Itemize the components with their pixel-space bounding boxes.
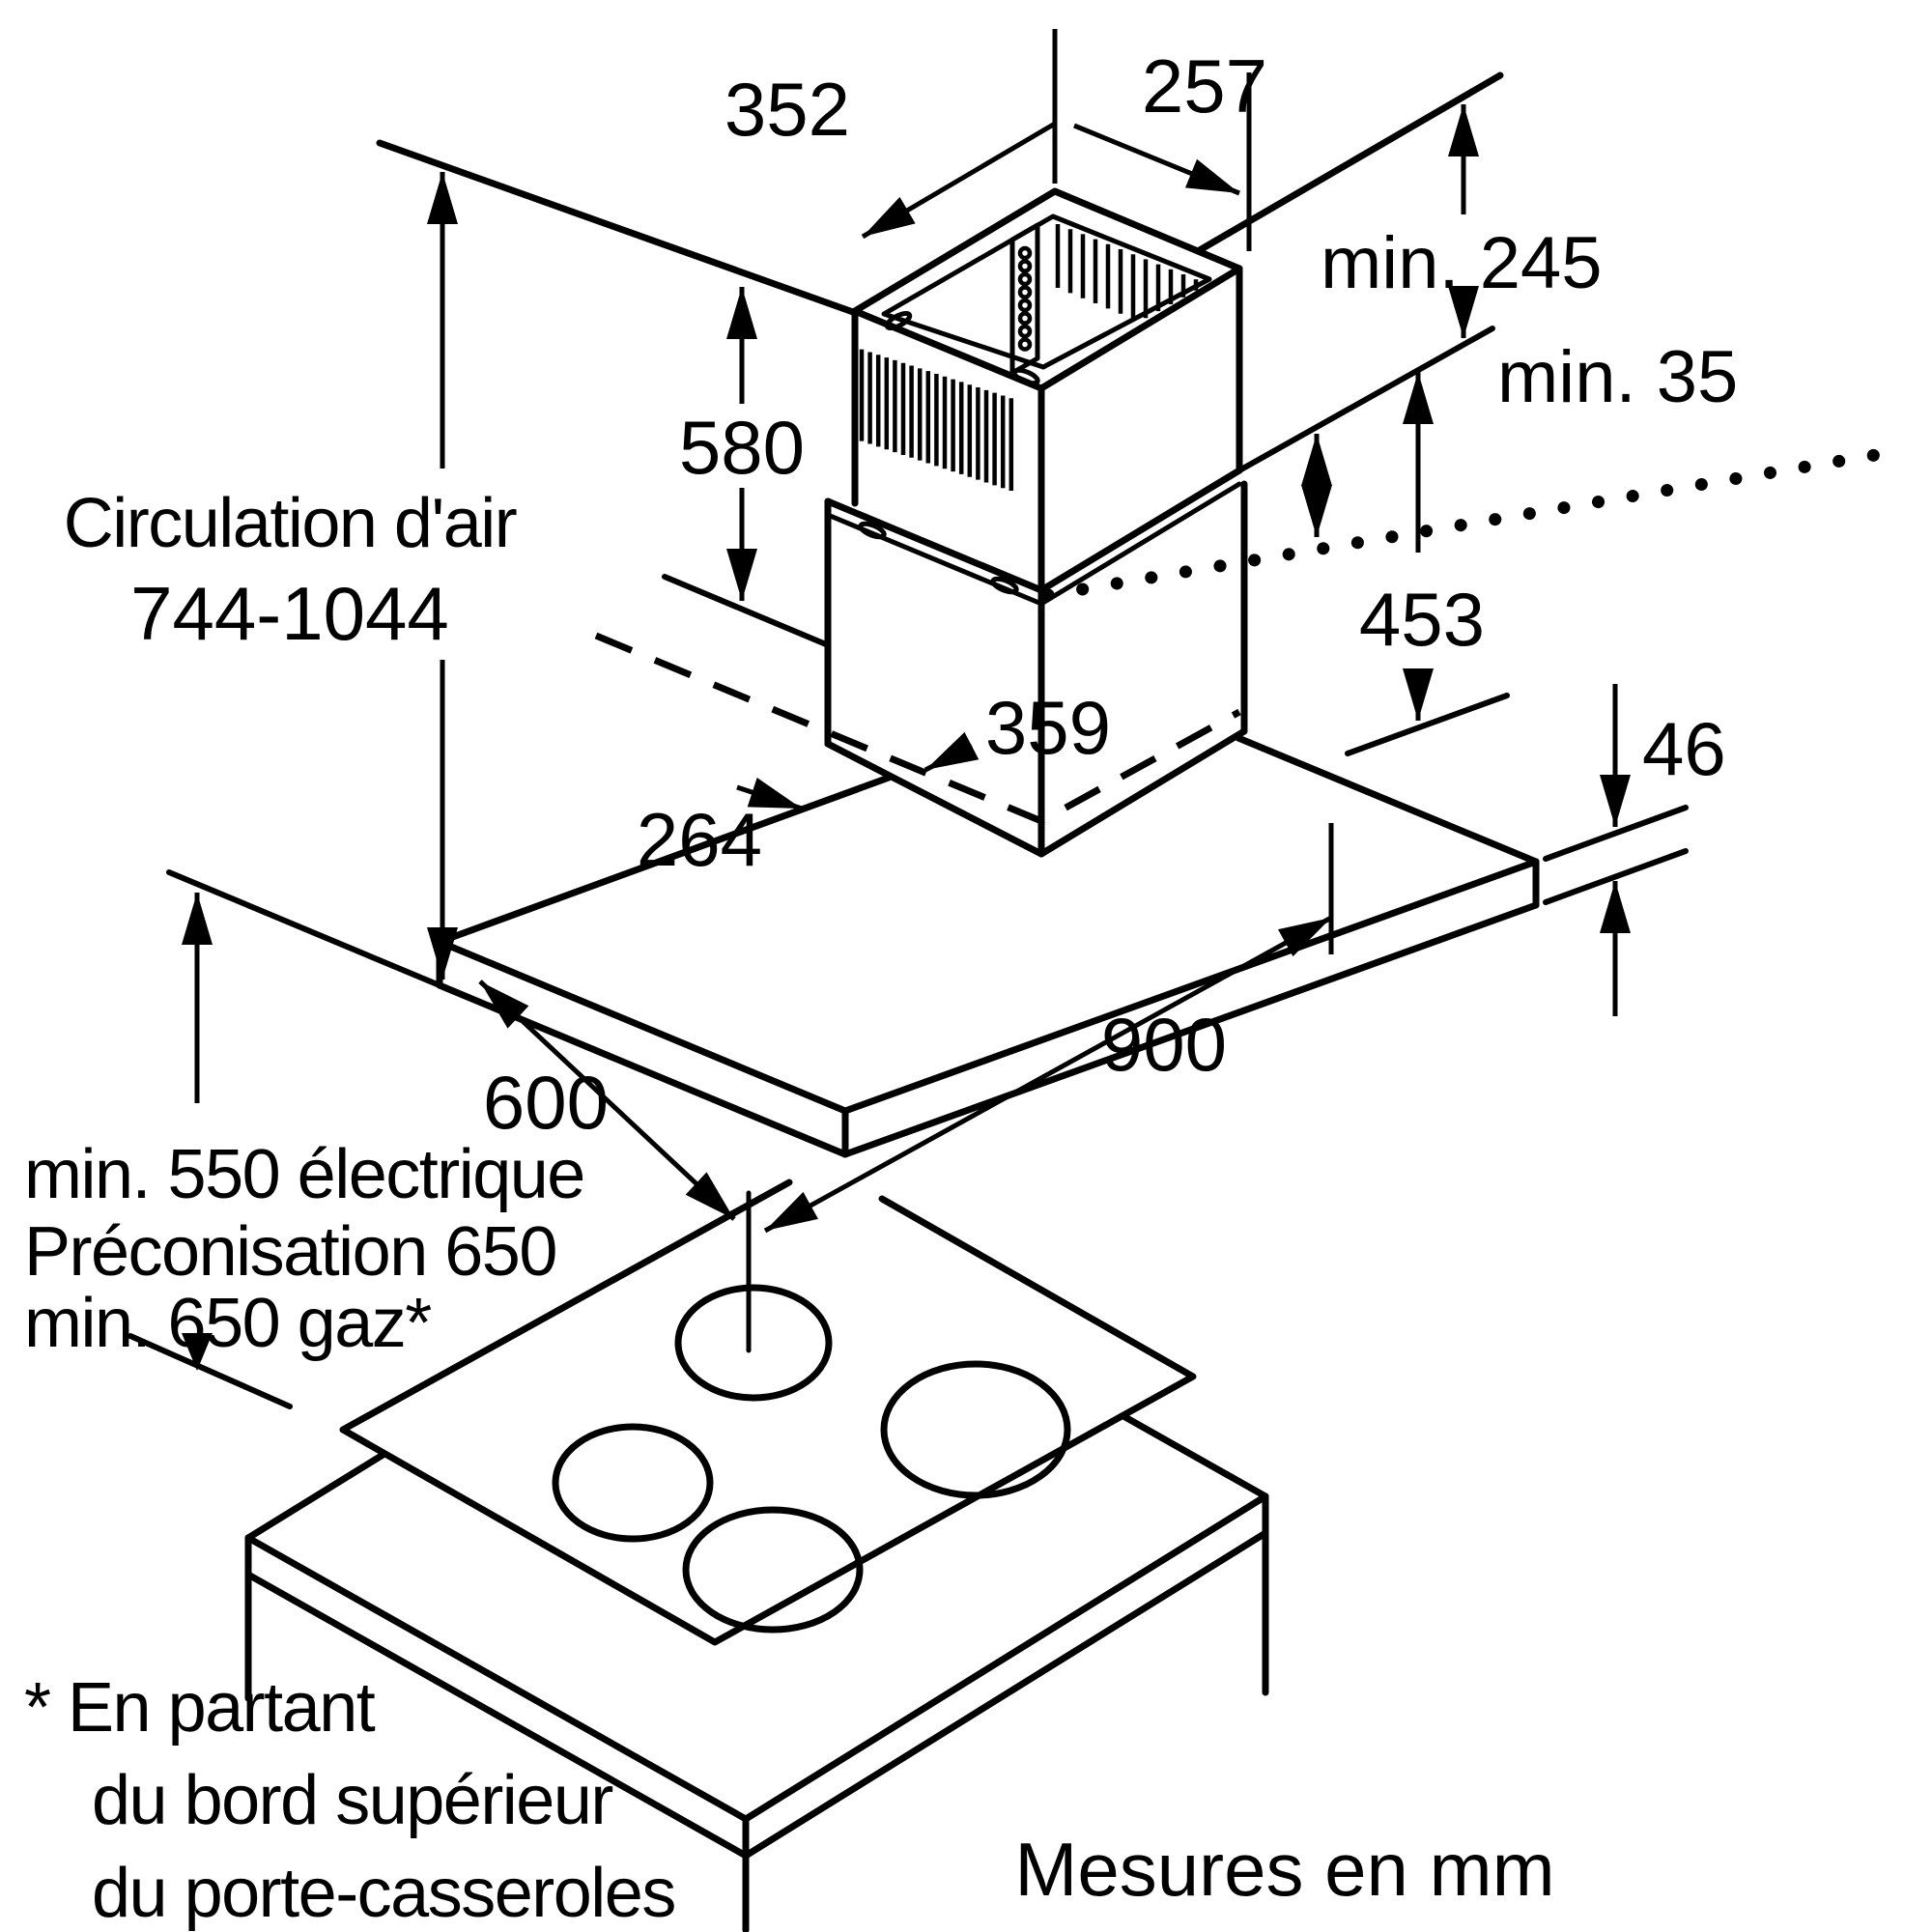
dim-257-arrow (1073, 123, 1240, 196)
suspended-ceiling-dotted-line (1041, 444, 1905, 602)
dim-550-arrow-down (182, 1333, 213, 1371)
rail-hole (1017, 285, 1033, 299)
units-note-label: Mesures en mm (1014, 1827, 1554, 1912)
dim-600-label: 600 (483, 1060, 609, 1145)
burner-back (674, 1284, 833, 1402)
burner-left (552, 1423, 714, 1543)
rail-hole (1017, 259, 1033, 273)
ceiling-line-left (376, 139, 857, 316)
dimension-lines (182, 29, 1631, 1371)
telescope-seam-upper (824, 467, 1243, 594)
canopy-back-left-edge (436, 774, 893, 946)
dim-359-leader-arrow (923, 731, 980, 773)
rail-hole (1017, 298, 1033, 313)
dim-352-arrow (861, 121, 1057, 240)
chimney-duct (824, 187, 1248, 858)
rail-hole (1017, 337, 1033, 352)
labels: 352 257 min. 245 min. 35 580 Circulation… (24, 43, 1738, 1932)
canopy-back-right-edge (1235, 734, 1540, 866)
pan-support-extension (128, 1333, 293, 1409)
inner-duct-hatch (1055, 224, 1199, 320)
burner-right (880, 1360, 1071, 1499)
dim-453-label: 453 (1359, 577, 1485, 662)
dim-600-line (478, 980, 736, 1221)
rail-hole (1017, 271, 1033, 287)
dim-900-line (763, 915, 1333, 1234)
telescope-seam-lower (825, 481, 1242, 607)
burner-front (682, 1506, 864, 1634)
dim-min35-label: min. 35 (1497, 336, 1738, 418)
burners (552, 1284, 1071, 1634)
dim-359-label: 359 (985, 685, 1111, 770)
dim-744-1044-label: 744-1044 (130, 571, 449, 656)
canopy-bottom-extension-left (166, 869, 442, 988)
dim-580-label: 580 (679, 405, 805, 490)
dim-257-label: 257 (1142, 43, 1267, 128)
dim-min245-label: min. 245 (1321, 222, 1603, 304)
circulation-air-label: Circulation d'air (64, 485, 517, 562)
dim-264-label: 264 (637, 797, 762, 882)
hob-panel-outline (339, 1179, 1197, 1646)
screw-slots (858, 310, 1040, 595)
clearance-recommended-label: Préconisation 650 (24, 1213, 556, 1291)
table-legs (244, 1492, 1269, 1932)
table-back-edges (244, 1412, 1269, 1542)
cooktop-table (244, 1179, 1269, 1932)
seam-extension-right (1236, 326, 1495, 473)
screw-slot (884, 310, 913, 331)
canopy-top-extension (1345, 693, 1510, 756)
dim-264-leader-arrow (736, 777, 803, 811)
duct-base-edges (824, 727, 1248, 858)
inner-duct-rail (1009, 222, 1040, 376)
rail-hole (1017, 324, 1033, 339)
screw-slot (858, 521, 887, 540)
dim-46-label: 46 (1642, 706, 1726, 791)
footnote-line2: du bord supérieur (92, 1762, 612, 1839)
seam-extension-left (662, 574, 829, 647)
vent-grille-slats (859, 349, 1014, 492)
clearance-gas-label: min. 650 gaz* (24, 1285, 431, 1362)
dim-352-label: 352 (724, 67, 850, 152)
rail-holes (1017, 245, 1033, 352)
footnote-line3: du porte-casseroles (92, 1855, 675, 1932)
duct-top-inner-rim (881, 213, 1212, 370)
rail-hole (1017, 311, 1033, 326)
clearance-electric-label: min. 550 électrique (24, 1136, 584, 1213)
footnote-line1: * En partant (24, 1669, 376, 1747)
screw-slot (990, 576, 1019, 595)
screw-slot (1011, 367, 1040, 386)
rail-hole (1017, 245, 1033, 261)
dim-900-label: 900 (1101, 1002, 1227, 1087)
canopy-thickness-extensions (1543, 805, 1689, 905)
